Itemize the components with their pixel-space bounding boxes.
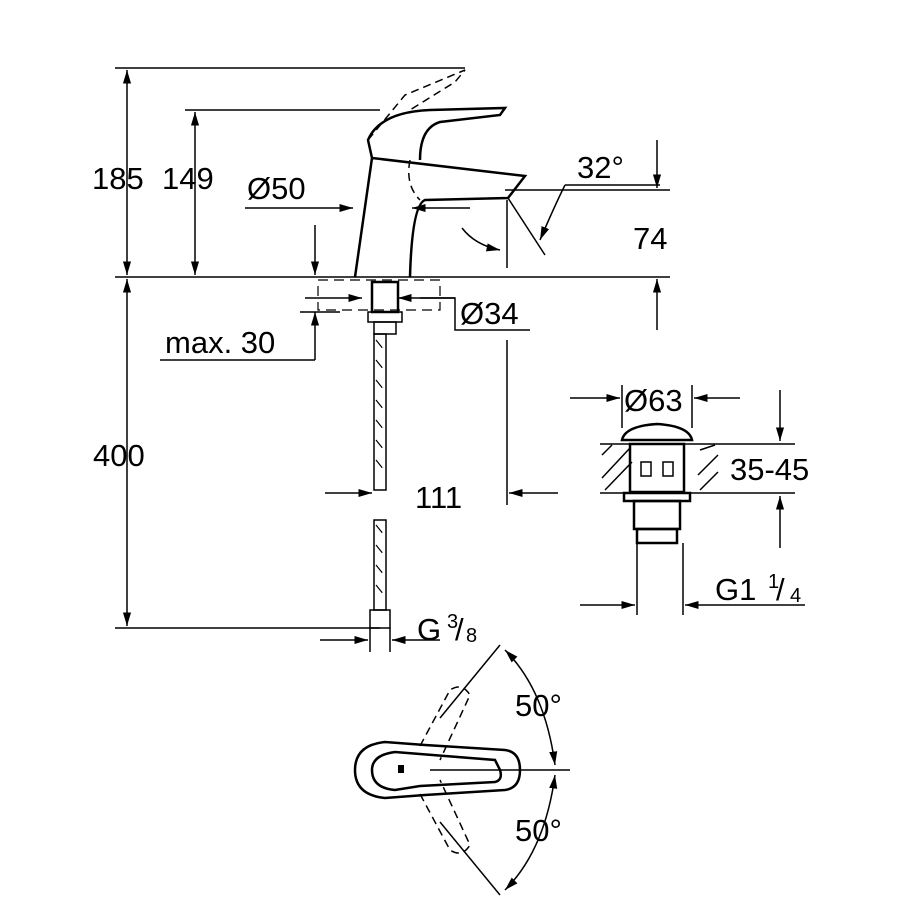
dim-diameter-50: Ø50 — [247, 171, 306, 206]
body-diameter-dimension: Ø50 — [245, 171, 470, 213]
dim-waste-denominator: 4 — [790, 585, 801, 607]
dim-400: 400 — [93, 438, 145, 473]
flexible-hose: G 3 / 8 — [320, 333, 477, 652]
reach-dimension: 111 — [325, 340, 558, 515]
faucet-side-view — [353, 69, 546, 278]
dim-185: 185 — [92, 161, 144, 196]
deck-mounting: Ø34 max. 30 — [160, 225, 530, 361]
dim-thread-g1: G1 — [715, 572, 756, 607]
dim-diameter-63: Ø63 — [624, 383, 683, 418]
spout-angle-dimension: 32° 74 — [461, 140, 670, 330]
dim-rotation-down-50: 50° — [515, 813, 562, 848]
dim-thread-denominator: 8 — [466, 625, 477, 647]
pop-up-waste: Ø63 35-45 G1 1 / 4 — [570, 383, 809, 615]
dim-111: 111 — [415, 480, 462, 515]
reference-lines — [115, 67, 670, 629]
dim-diameter-34: Ø34 — [460, 296, 519, 331]
dim-max-30: max. 30 — [165, 325, 275, 360]
dim-thread-numerator: 3 — [447, 611, 458, 633]
dim-thread-g: G — [417, 612, 441, 647]
dim-waste-numerator: 1 — [768, 571, 779, 593]
dim-angle-32: 32° — [577, 150, 624, 185]
height-dimensions: 185 149 400 — [92, 70, 214, 626]
dim-149: 149 — [162, 161, 214, 196]
handle-top-view: 50° 50° — [353, 644, 570, 896]
dim-35-45: 35-45 — [730, 452, 809, 487]
fraction-slash: / — [455, 612, 464, 647]
dim-rotation-up-50: 50° — [515, 688, 562, 723]
dim-74: 74 — [633, 221, 667, 256]
fraction-slash: / — [776, 572, 785, 607]
